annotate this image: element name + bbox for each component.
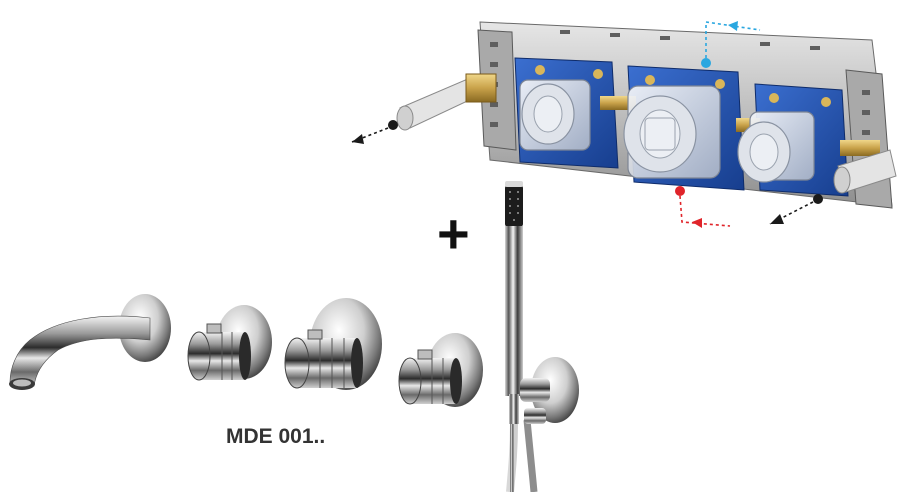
cartridge-center bbox=[623, 85, 721, 179]
outlet-arrow-left bbox=[351, 120, 398, 144]
cold-inlet-arrow bbox=[701, 21, 761, 68]
cartridge-left bbox=[519, 79, 591, 151]
cartridge-right bbox=[737, 111, 815, 183]
concealed-mounting-body bbox=[351, 21, 897, 228]
hot-inlet-arrow bbox=[675, 186, 731, 228]
outlet-plug-right bbox=[833, 149, 897, 194]
hand-shower bbox=[505, 181, 538, 492]
outlet-plug-left bbox=[396, 73, 497, 131]
flow-valve bbox=[398, 333, 483, 407]
thermostatic-mixer bbox=[284, 298, 382, 390]
plus-sign: + bbox=[437, 202, 470, 265]
diverter-valve bbox=[187, 305, 272, 381]
model-label: MDE 001.. bbox=[226, 425, 326, 448]
wall-outlet-holder bbox=[520, 357, 579, 424]
outlet-arrow-right bbox=[769, 194, 823, 225]
wall-spout bbox=[9, 294, 171, 390]
